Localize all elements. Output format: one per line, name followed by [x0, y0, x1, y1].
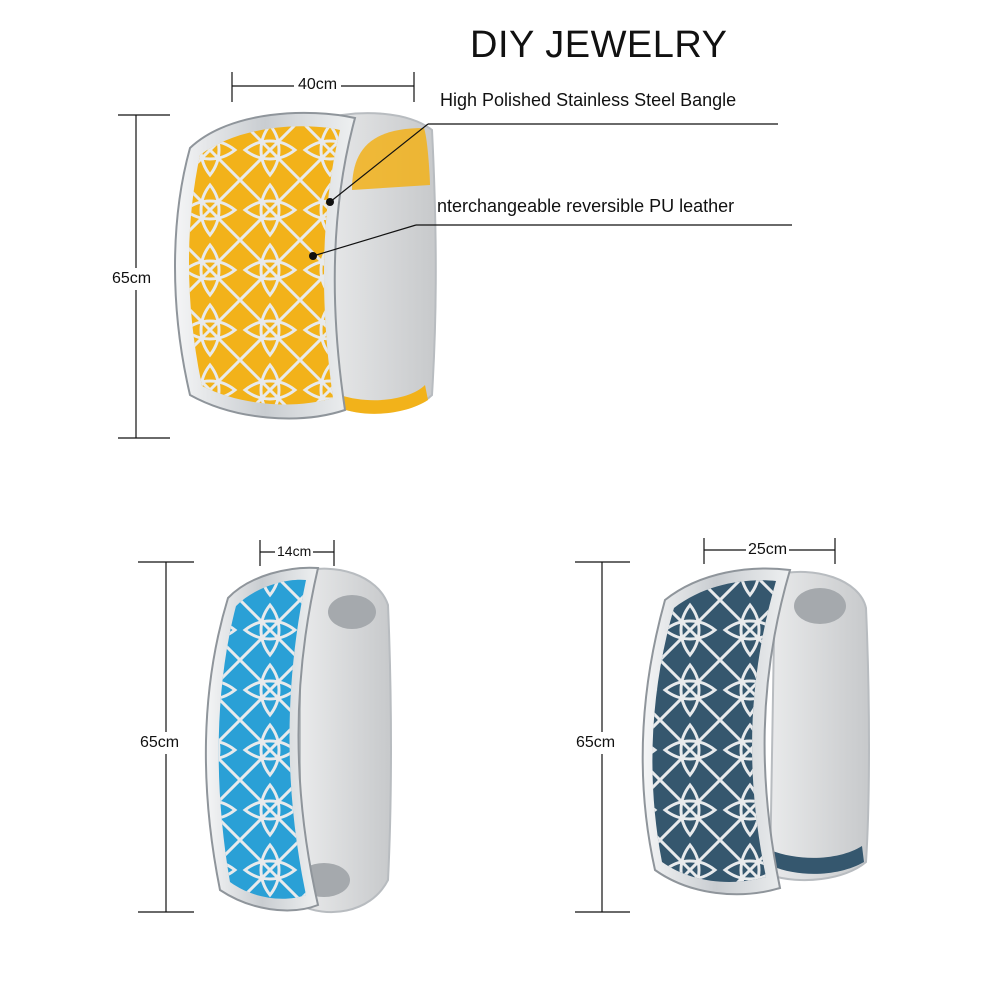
- slim-magnet-top: [328, 595, 376, 629]
- medium-width-label: 25cm: [746, 541, 790, 559]
- large-width-label: 40cm: [294, 76, 342, 94]
- slim-bangle: [204, 566, 392, 914]
- medium-height-label: 65cm: [576, 732, 616, 754]
- slim-height-label: 65cm: [140, 732, 180, 754]
- medium-magnet-top: [794, 588, 846, 624]
- page-title: DIY JEWELRY: [470, 24, 728, 66]
- bangle-callout-dot: [326, 198, 334, 206]
- large-bangle: [174, 111, 437, 420]
- callout-lines: [312, 123, 792, 257]
- medium-bangle: [641, 567, 870, 896]
- medium-leather-bottom-edge: [770, 846, 864, 874]
- leather-callout-label: Interchangeable reversible PU leather: [432, 196, 735, 216]
- leather-callout-dot: [309, 252, 317, 260]
- slim-width-label: 14cm: [275, 543, 314, 559]
- large-leather-inner-edge: [352, 128, 430, 190]
- large-leather-bottom-edge: [340, 385, 428, 414]
- bangle-callout-label: High Polished Stainless Steel Bangle: [440, 90, 737, 110]
- large-height-label: 65cm: [112, 268, 152, 290]
